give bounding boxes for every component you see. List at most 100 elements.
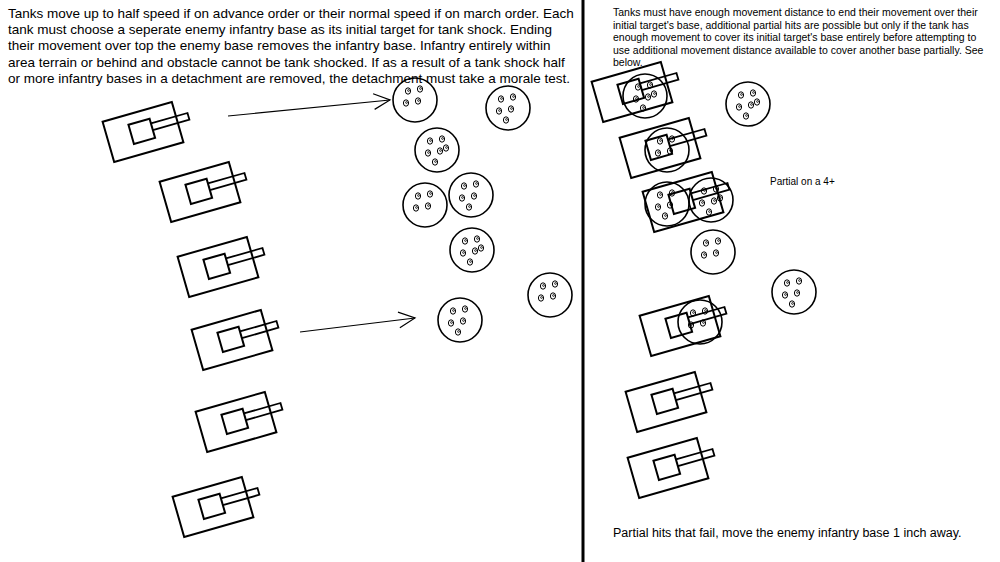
infantry-figure: [442, 138, 444, 140]
infantry-figure: [715, 238, 720, 244]
infantry-figure: [417, 86, 422, 92]
base-outline: [415, 128, 459, 172]
tank: [626, 369, 718, 433]
infantry-figure: [538, 295, 543, 301]
infantry-figure: [784, 280, 789, 286]
tank-turret: [203, 254, 230, 279]
tank-hull: [178, 237, 259, 297]
infantry-base: [772, 270, 816, 314]
infantry-figure: [738, 92, 743, 98]
base-outline: [403, 183, 447, 227]
infantry-figure: [746, 115, 748, 117]
infantry-figure: [643, 107, 645, 109]
infantry-figure: [418, 195, 420, 197]
infantry-figure: [446, 147, 448, 149]
infantry-figure: [428, 205, 430, 207]
infantry-figure: [435, 161, 437, 163]
infantry-figure: [741, 94, 743, 96]
infantry-figure: [785, 294, 787, 296]
infantry-figure: [427, 138, 432, 144]
tank-hull: [628, 438, 709, 498]
tank-turret: [221, 409, 248, 434]
infantry-figure: [425, 150, 430, 156]
infantry-base: [691, 230, 735, 274]
tank-hull: [640, 296, 721, 356]
infantry-figure: [439, 136, 444, 142]
base-outline: [528, 273, 572, 317]
infantry-figure: [638, 86, 640, 88]
infantry-figure: [555, 283, 557, 285]
movement-arrow: [228, 100, 390, 116]
infantry-figure: [420, 88, 422, 90]
infantry-figure: [471, 193, 476, 199]
base-outline: [449, 173, 493, 217]
infantry-figure: [701, 252, 706, 258]
infantry-figure: [706, 209, 711, 215]
tank: [640, 293, 732, 357]
tank-barrel: [221, 488, 259, 505]
base-outline: [691, 230, 735, 274]
infantry-figure: [550, 293, 555, 299]
infantry-figure: [655, 150, 660, 156]
movement-arrow: [300, 318, 415, 332]
tank-turret: [185, 179, 212, 204]
tank-turret: [128, 119, 155, 144]
infantry-figure: [714, 200, 716, 202]
infantry-figure: [460, 250, 465, 256]
infantry-figure: [665, 215, 667, 217]
infantry-figure: [472, 248, 477, 254]
tank: [192, 307, 284, 371]
infantry-figure: [713, 250, 718, 256]
infantry-figure: [794, 290, 799, 296]
base-outline: [438, 298, 482, 342]
infantry-figure: [799, 280, 801, 282]
divider-line: [582, 0, 585, 562]
infantry-figure: [474, 236, 479, 242]
infantry-figure: [711, 198, 716, 204]
tank-hull: [643, 172, 724, 232]
infantry-figure: [453, 310, 455, 312]
infantry-figure: [782, 292, 787, 298]
infantry-figure: [418, 100, 420, 102]
infantry-figure: [470, 261, 472, 263]
infantry-figure: [448, 320, 453, 326]
infantry-figure: [466, 204, 471, 210]
infantry-figure: [651, 91, 656, 97]
infantry-figure: [462, 238, 467, 244]
infantry-figure: [706, 242, 708, 244]
base-outline: [772, 270, 816, 314]
infantry-figure: [465, 308, 467, 310]
infantry-figure: [757, 101, 759, 103]
tank-turret: [198, 494, 225, 519]
infantry-figure: [510, 94, 515, 100]
infantry-figure: [443, 145, 448, 151]
infantry-base: [528, 273, 572, 317]
infantry-figure: [739, 106, 741, 108]
infantry-figure: [469, 206, 471, 208]
footnote-text: Partial hits that fail, move the enemy i…: [613, 526, 993, 541]
tank-hull: [592, 62, 673, 122]
tank-barrel: [151, 113, 189, 130]
infantry-figure: [461, 183, 466, 189]
rules-text: Tanks move up to half speed if on advanc…: [8, 6, 580, 87]
tank-barrel: [208, 173, 246, 190]
tank-hull: [196, 392, 277, 452]
infantry-figure: [703, 240, 708, 246]
infantry-figure: [503, 117, 508, 123]
infantry-base: [438, 298, 482, 342]
tank-turret: [668, 189, 695, 214]
infantry-figure: [430, 140, 432, 142]
infantry-figure: [460, 318, 465, 324]
tank-hull: [173, 477, 254, 537]
infantry-figure: [657, 138, 662, 144]
infantry-figure: [513, 96, 515, 98]
infantry-figure: [416, 207, 418, 209]
infantry-figure: [464, 185, 466, 187]
tank-barrel: [640, 73, 678, 90]
tank: [620, 115, 712, 179]
infantry-figure: [660, 140, 662, 142]
tank-barrel: [244, 403, 282, 420]
infantry-figure: [455, 329, 460, 335]
infantry-figure: [427, 191, 432, 197]
infantry-figure: [458, 331, 460, 333]
